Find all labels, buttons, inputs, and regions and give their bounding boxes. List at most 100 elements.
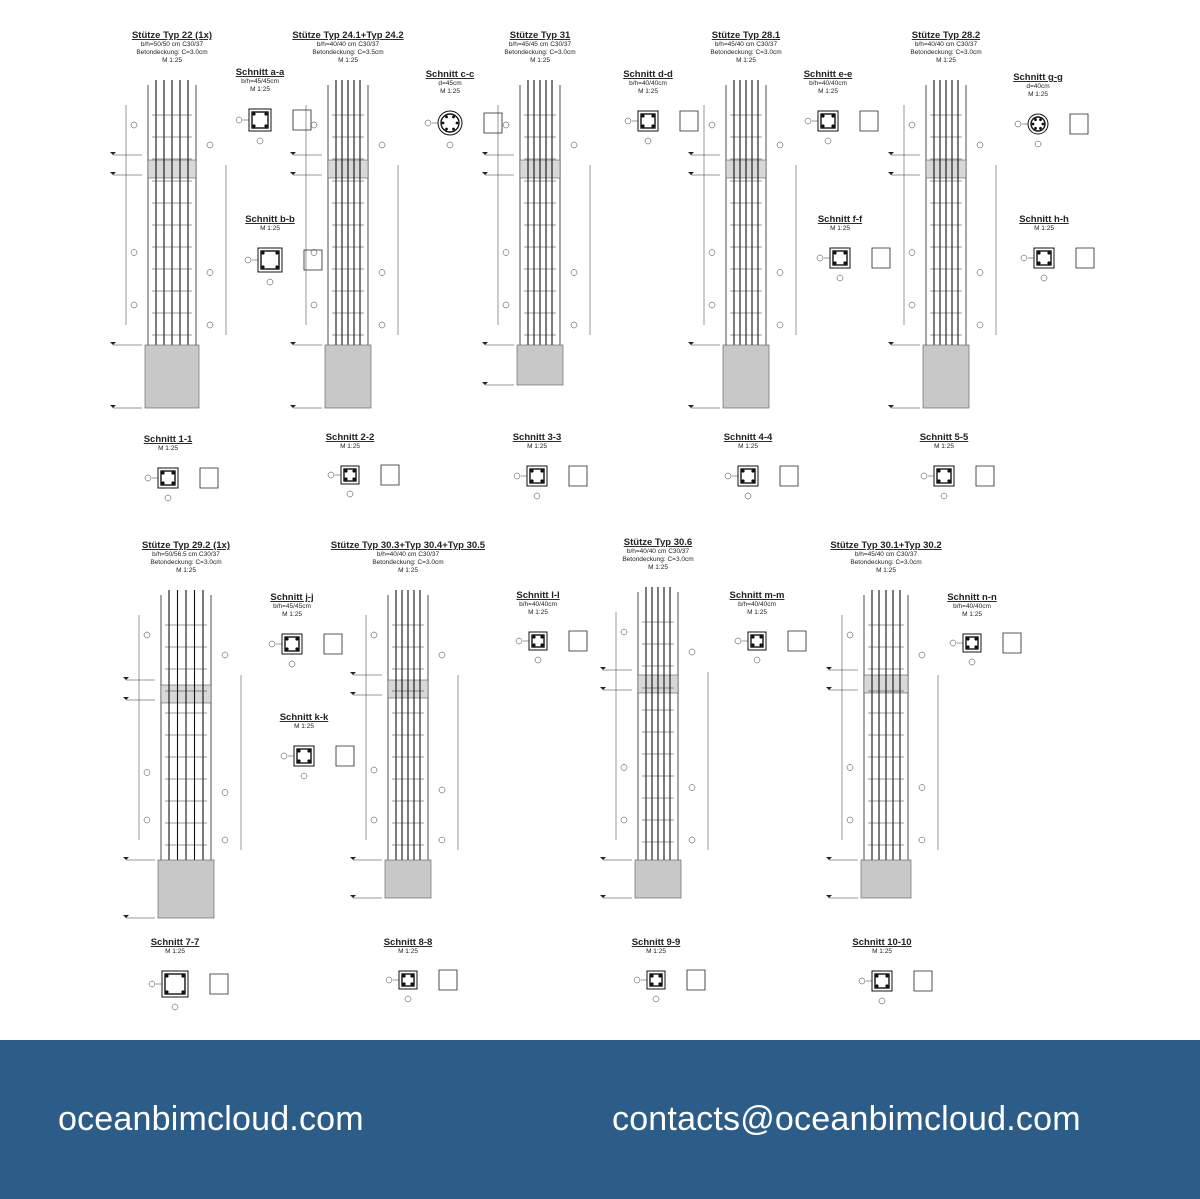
section-detail: Schnitt k-kM 1:25	[280, 712, 355, 780]
section-detail: Schnitt 2-2M 1:25	[326, 432, 400, 498]
section-title: Schnitt 1-1	[144, 434, 193, 445]
column-line: b/h=45/40 cm C30/37	[715, 41, 778, 48]
column-title: Stütze Typ 30.1+Typ 30.2	[830, 540, 941, 551]
column-line: Betondeckung: C=3.0cm	[504, 49, 575, 56]
column-line: b/h=40/40 cm C30/37	[377, 551, 440, 558]
section-detail: Schnitt b-bM 1:25	[244, 214, 323, 286]
column-line: M 1:25	[736, 57, 756, 64]
section-line: M 1:25	[1028, 91, 1048, 98]
column-line: b/h=40/40 cm C30/37	[627, 548, 690, 555]
column-elevation: Stütze Typ 30.1+Typ 30.2b/h=45/40 cm C30…	[826, 540, 942, 899]
section-line: M 1:25	[962, 611, 982, 618]
column-line: M 1:25	[936, 57, 956, 64]
section-line: M 1:25	[158, 445, 178, 452]
column-title: Stütze Typ 24.1+Typ 24.2	[292, 30, 403, 41]
section-line: M 1:25	[294, 723, 314, 730]
column-line: Betondeckung: C=3.0cm	[136, 49, 207, 56]
section-line: M 1:25	[250, 86, 270, 93]
column-line: M 1:25	[530, 57, 550, 64]
section-title: Schnitt f-f	[818, 214, 863, 225]
section-line: M 1:25	[527, 443, 547, 450]
section-line: b/h=40/40cm	[809, 80, 847, 87]
section-title: Schnitt n-n	[947, 592, 997, 603]
column-line: b/h=50/50 cm C30/37	[141, 41, 204, 48]
column-line: M 1:25	[398, 567, 418, 574]
column-line: Betondeckung: C=3.0cm	[150, 559, 221, 566]
column-elevation: Stütze Typ 28.1b/h=45/40 cm C30/37Betond…	[688, 30, 797, 409]
column-title: Stütze Typ 28.1	[712, 30, 781, 41]
section-line: b/h=40/40cm	[629, 80, 667, 87]
section-title: Schnitt 7-7	[151, 937, 200, 948]
column-elevation: Stütze Typ 28.2b/h=40/40 cm C30/37Betond…	[888, 30, 997, 409]
email-link[interactable]: contacts@oceanbimcloud.com	[612, 1100, 1081, 1138]
column-elevation: Stütze Typ 22 (1x)b/h=50/50 cm C30/37Bet…	[110, 30, 227, 409]
section-line: M 1:25	[934, 443, 954, 450]
section-title: Schnitt h-h	[1019, 214, 1069, 225]
section-title: Schnitt 3-3	[513, 432, 562, 443]
drawing-sheet: Stütze Typ 22 (1x)b/h=50/50 cm C30/37Bet…	[110, 30, 1095, 1011]
column-elevations: Stütze Typ 22 (1x)b/h=50/50 cm C30/37Bet…	[110, 30, 997, 919]
section-line: b/h=45/45cm	[241, 78, 279, 85]
section-line: M 1:25	[398, 948, 418, 955]
section-detail: Schnitt 9-9M 1:25	[632, 937, 706, 1003]
column-line: b/h=40/40 cm C30/37	[317, 41, 380, 48]
section-line: M 1:25	[646, 948, 666, 955]
section-title: Schnitt k-k	[280, 712, 329, 723]
column-line: Betondeckung: C=3.0cm	[710, 49, 781, 56]
column-line: M 1:25	[648, 564, 668, 571]
column-title: Stütze Typ 29.2 (1x)	[142, 540, 230, 551]
section-line: b/h=40/40cm	[738, 601, 776, 608]
section-title: Schnitt m-m	[730, 590, 785, 601]
section-detail: Schnitt 10-10M 1:25	[852, 937, 933, 1005]
column-elevation: Stütze Typ 30.6b/h=40/40 cm C30/37Betond…	[600, 537, 709, 899]
section-line: M 1:25	[738, 443, 758, 450]
column-title: Stütze Typ 30.6	[624, 537, 692, 548]
section-detail: Schnitt 3-3M 1:25	[513, 432, 588, 500]
section-line: b/h=45/45cm	[273, 603, 311, 610]
column-line: b/h=45/45 cm C30/37	[509, 41, 572, 48]
footer-banner: oceanbimcloud.com contacts@oceanbimcloud…	[0, 1040, 1200, 1199]
column-line: Betondeckung: C=3.0cm	[622, 556, 693, 563]
section-line: M 1:25	[872, 948, 892, 955]
section-detail: Schnitt 1-1M 1:25	[144, 434, 219, 502]
section-line: M 1:25	[638, 88, 658, 95]
column-line: b/h=40/40 cm C30/37	[915, 41, 978, 48]
section-title: Schnitt 4-4	[724, 432, 773, 443]
section-title: Schnitt 9-9	[632, 937, 681, 948]
section-title: Schnitt b-b	[245, 214, 295, 225]
section-title: Schnitt e-e	[804, 69, 853, 80]
column-title: Stütze Typ 28.2	[912, 30, 980, 41]
column-elevation: Stütze Typ 24.1+Typ 24.2b/h=40/40 cm C30…	[290, 30, 404, 409]
section-line: M 1:25	[528, 609, 548, 616]
section-line: M 1:25	[440, 88, 460, 95]
website-link[interactable]: oceanbimcloud.com	[58, 1100, 364, 1138]
section-line: M 1:25	[282, 611, 302, 618]
column-line: M 1:25	[176, 567, 196, 574]
section-line: M 1:25	[260, 225, 280, 232]
section-line: d=45cm	[438, 80, 461, 87]
column-line: b/h=50/56.5 cm C30/37	[152, 551, 220, 558]
section-detail: Schnitt 8-8M 1:25	[384, 937, 458, 1003]
column-line: Betondeckung: C=3.0cm	[372, 559, 443, 566]
section-title: Schnitt a-a	[236, 67, 285, 78]
section-line: M 1:25	[818, 88, 838, 95]
column-line: Betondeckung: C=3.0cm	[910, 49, 981, 56]
column-elevation: Stütze Typ 30.3+Typ 30.4+Typ 30.5b/h=40/…	[331, 540, 486, 899]
section-detail: Schnitt f-fM 1:25	[816, 214, 891, 282]
column-title: Stütze Typ 22 (1x)	[132, 30, 212, 41]
column-line: M 1:25	[162, 57, 182, 64]
column-line: M 1:25	[338, 57, 358, 64]
section-line: b/h=40/40cm	[953, 603, 991, 610]
section-detail: Schnitt h-hM 1:25	[1019, 214, 1095, 282]
section-detail: Schnitt 4-4M 1:25	[724, 432, 799, 500]
